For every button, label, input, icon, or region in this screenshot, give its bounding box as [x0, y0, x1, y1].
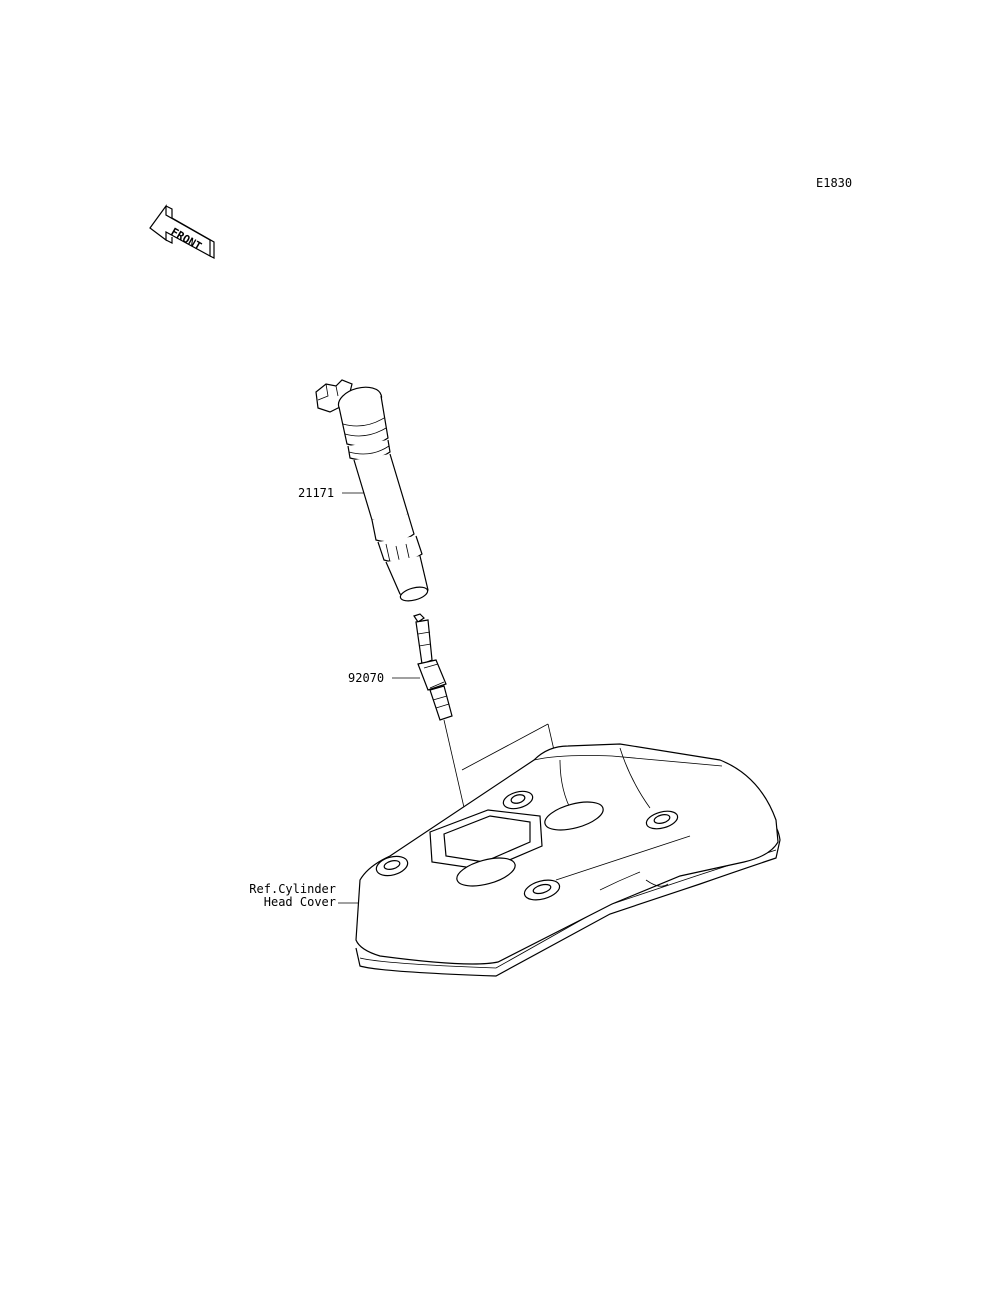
front-arrow-icon: FRONT	[149, 204, 215, 259]
reference-line-1: Ref.Cylinder	[249, 882, 336, 896]
spark-plug-part[interactable]	[413, 613, 453, 721]
cylinder-head-cover-part[interactable]	[355, 743, 781, 977]
diagram-code: E1830	[816, 176, 853, 190]
part-label-ignition-coil[interactable]: 21171	[298, 486, 335, 500]
reference-line-2: Head Cover	[263, 895, 336, 909]
ignition-coil-part[interactable]	[315, 379, 429, 603]
reference-label-cylinder-head-cover: Ref.Cylinder Head Cover	[224, 883, 336, 909]
part-label-spark-plug[interactable]: 92070	[348, 671, 385, 685]
